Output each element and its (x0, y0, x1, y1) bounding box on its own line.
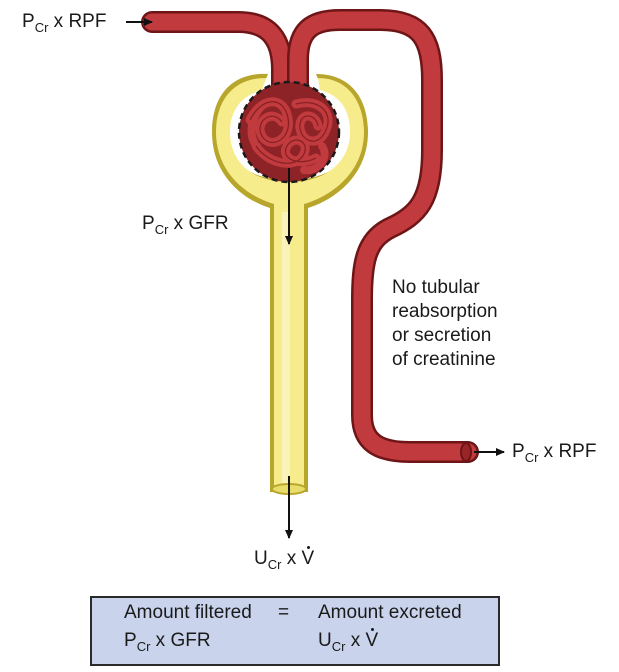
note-line: reabsorption (392, 301, 498, 322)
amount-excreted-heading: Amount excreted (318, 602, 462, 623)
note-line: or secretion (392, 325, 492, 346)
output-plasma-label: PCr x RPF (512, 441, 597, 465)
note-line: of creatinine (392, 349, 496, 370)
excreted-label: UCr x V (254, 546, 315, 572)
summary-box: Amount filtered = Amount excreted PCr x … (90, 596, 500, 666)
equals-sign: = (278, 602, 290, 623)
flow-arrows (126, 18, 505, 539)
input-plasma-label: PCr x RPF (22, 11, 107, 35)
glomerulus (237, 80, 341, 184)
filtered-label: PCr x GFR (142, 213, 229, 237)
no-reabsorption-note: No tubular reabsorption or secretion of … (392, 276, 498, 372)
filtered-formula: PCr x GFR (124, 630, 211, 654)
excreted-formula: UCr x V (318, 628, 379, 654)
note-line: No tubular (392, 277, 480, 298)
amount-filtered-heading: Amount filtered (124, 602, 252, 623)
blood-vessels (141, 9, 479, 463)
